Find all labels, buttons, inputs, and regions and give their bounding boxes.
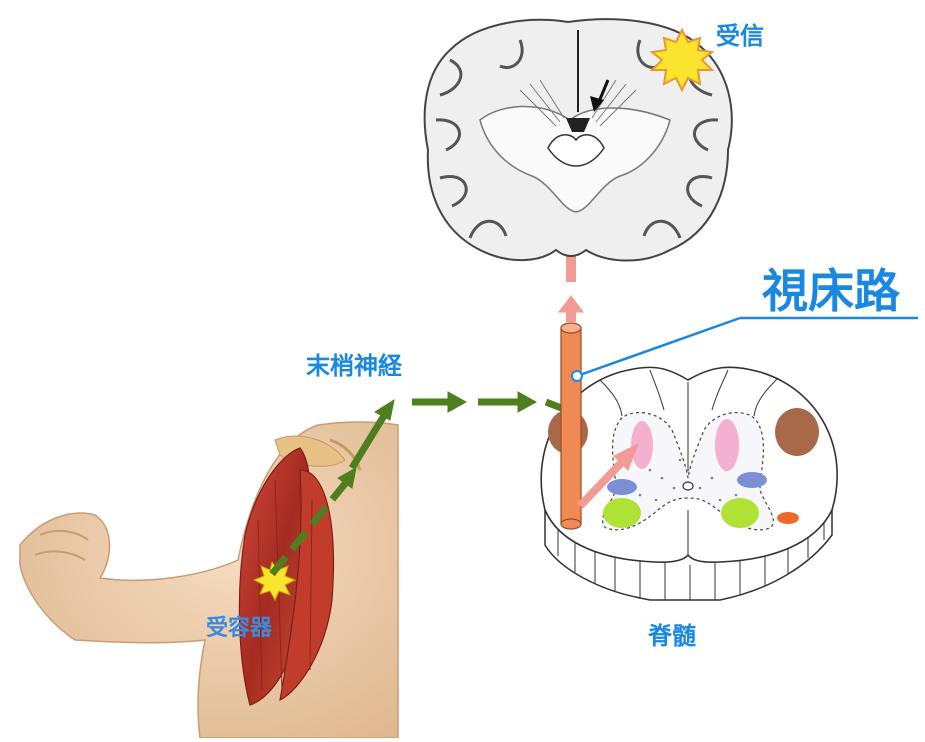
receptor-label: 受容器	[206, 618, 272, 640]
spinal-cord-label: 脊髄	[648, 624, 696, 648]
arm-muscle-icon	[20, 422, 398, 738]
spinal-cord-cross-section-icon	[541, 367, 837, 600]
thalamic-tract-column	[561, 323, 581, 529]
brain-cross-section-icon	[425, 19, 732, 260]
peripheral-nerve-label: 末梢神経	[306, 354, 402, 378]
receive-label: 受信	[716, 24, 764, 48]
thalamic-tract-label: 視床路	[762, 268, 900, 314]
